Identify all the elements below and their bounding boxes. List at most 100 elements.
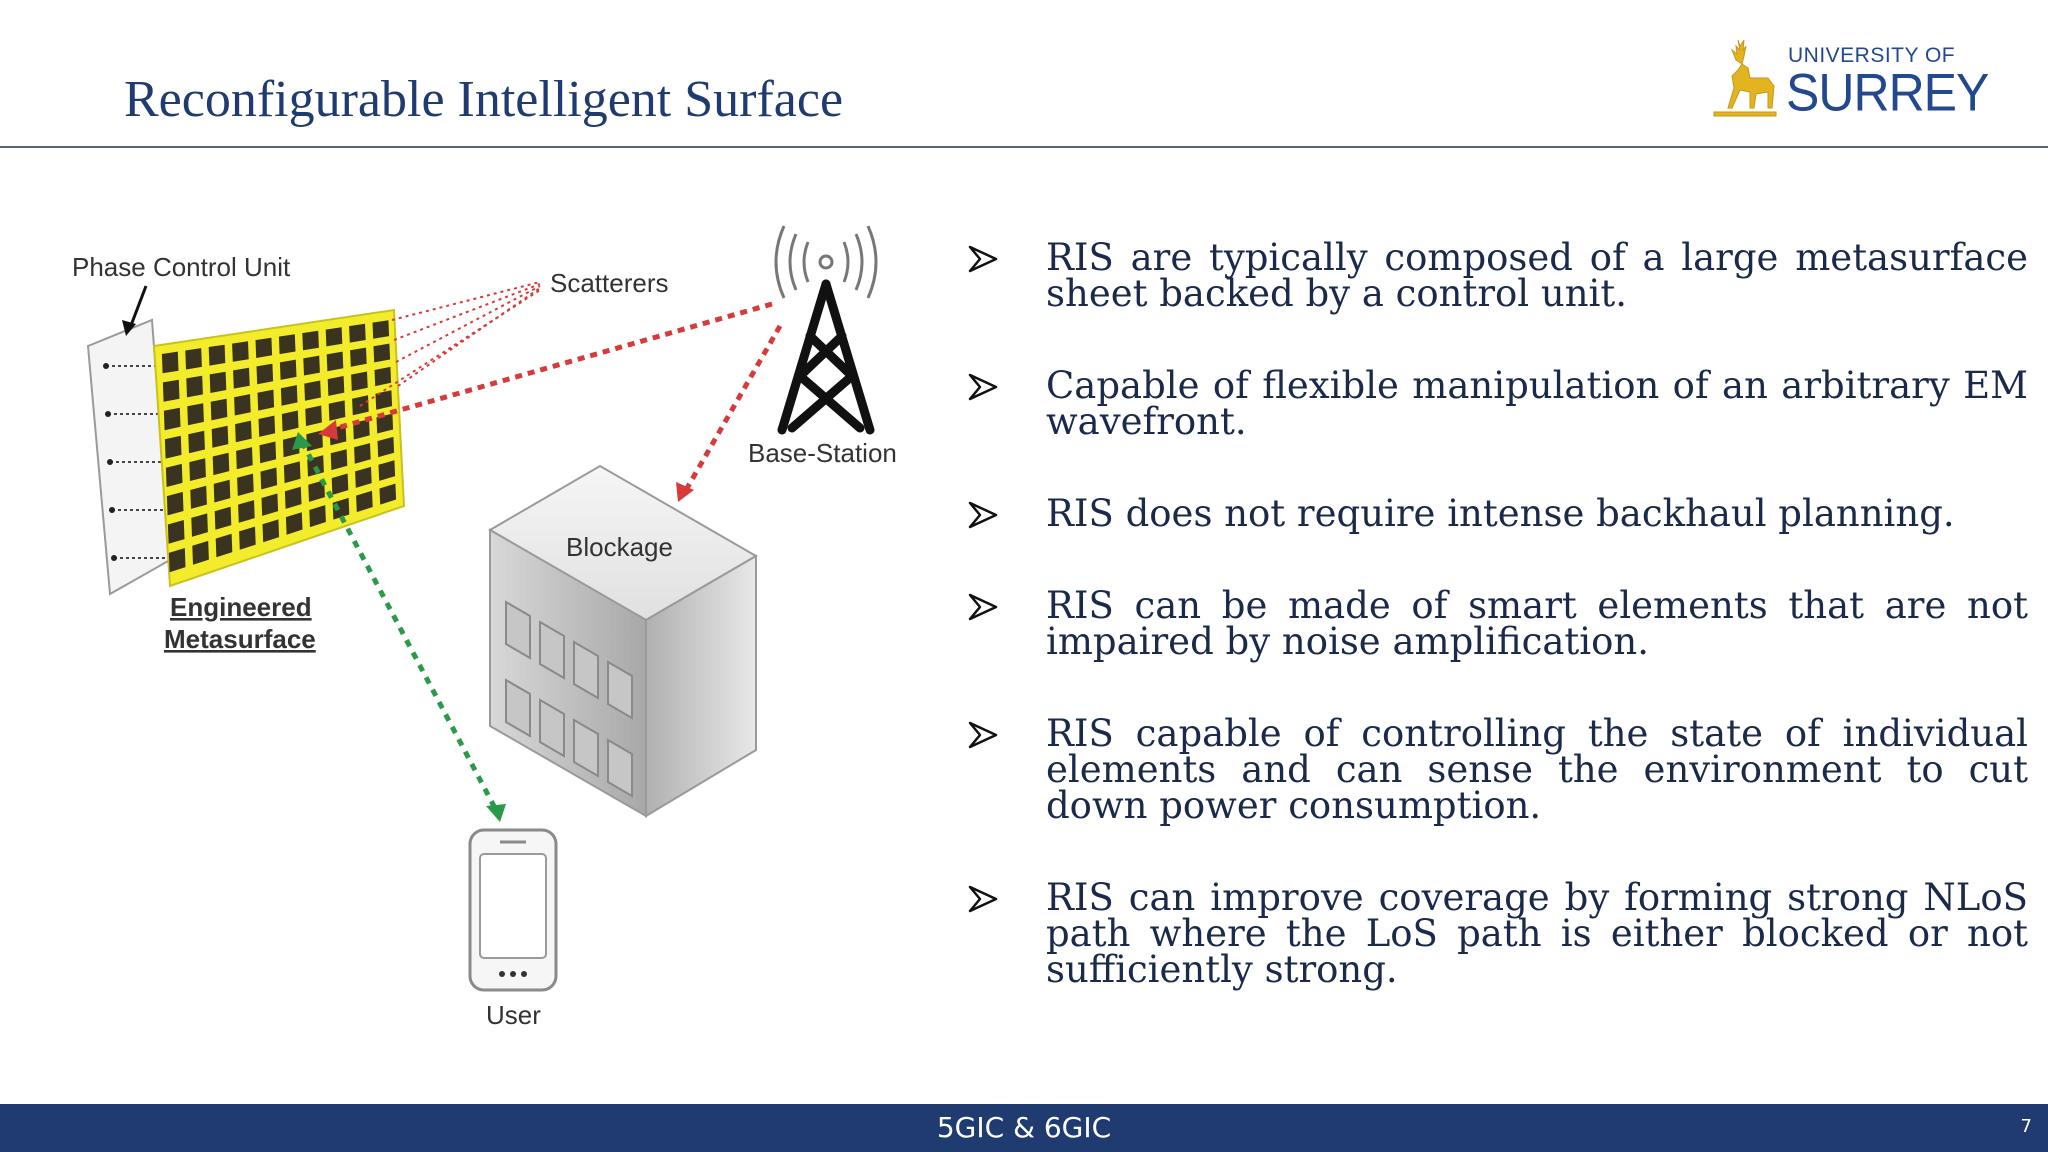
bullet-text: RIS can improve coverage by forming stro… bbox=[1046, 876, 2028, 991]
title-divider bbox=[0, 146, 2048, 148]
metasurface-element bbox=[211, 425, 229, 448]
metasurface-element bbox=[256, 363, 274, 385]
control-lines bbox=[106, 365, 168, 559]
label-blockage: Blockage bbox=[566, 532, 673, 562]
ris-diagram-svg: Phase Control Unit Scatterers Base-Stati… bbox=[72, 225, 897, 1030]
metasurface-element bbox=[163, 407, 181, 431]
incident-arrowhead bbox=[318, 420, 338, 440]
metasurface-element bbox=[327, 376, 345, 396]
ris-diagram: Phase Control Unit Scatterers Base-Stati… bbox=[0, 150, 940, 1050]
metasurface-element bbox=[350, 347, 367, 367]
metasurface-element bbox=[325, 327, 343, 347]
blocked-ray bbox=[683, 324, 783, 492]
metasurface-element bbox=[283, 461, 301, 484]
metasurface-element bbox=[309, 505, 326, 528]
metasurface-element bbox=[355, 466, 372, 488]
blockage-building bbox=[488, 464, 758, 818]
metasurface-element bbox=[351, 371, 368, 391]
arrowhead-bullet-icon bbox=[968, 373, 998, 401]
metasurface-element bbox=[213, 479, 231, 503]
metasurface-element bbox=[161, 351, 179, 374]
metasurface-element bbox=[259, 441, 277, 464]
metasurface-element bbox=[232, 341, 249, 362]
metasurface-element bbox=[303, 355, 320, 376]
label-phase-control-unit: Phase Control Unit bbox=[72, 252, 291, 282]
metasurface-element bbox=[374, 366, 392, 387]
metasurface-element bbox=[260, 467, 278, 490]
metasurface-element bbox=[284, 486, 302, 509]
metasurface-element bbox=[192, 540, 209, 565]
bullet-text: Capable of flexible manipulation of an a… bbox=[1046, 364, 2028, 443]
metasurface-element bbox=[308, 480, 325, 502]
page-number: 7 bbox=[2020, 1116, 2032, 1137]
metasurface-elements bbox=[161, 320, 397, 573]
metasurface-element bbox=[187, 403, 204, 426]
metasurface-element bbox=[166, 491, 184, 516]
metasurface-element bbox=[162, 379, 180, 402]
metasurface-element bbox=[262, 519, 280, 543]
logo-university-of: UNIVERSITY OF bbox=[1788, 44, 1956, 67]
metasurface-element bbox=[328, 400, 346, 421]
metasurface-element bbox=[258, 415, 276, 437]
metasurface-element bbox=[285, 512, 303, 535]
metasurface-element bbox=[188, 430, 205, 454]
metasurface-element bbox=[209, 371, 227, 393]
metasurface-element bbox=[304, 380, 321, 401]
metasurface-element bbox=[305, 405, 322, 427]
metasurface-element bbox=[302, 330, 319, 351]
metasurface-element bbox=[190, 485, 207, 509]
metasurface-element bbox=[331, 473, 349, 495]
slide-title: Reconfigurable Intelligent Surface bbox=[124, 71, 844, 128]
metasurface-element bbox=[354, 443, 371, 464]
metasurface-element bbox=[191, 513, 208, 537]
incident-ray bbox=[329, 301, 773, 433]
bullet-text: RIS does not require intense backhaul pl… bbox=[1046, 492, 1955, 535]
university-logo: UNIVERSITY OF SURREY bbox=[1710, 34, 1989, 122]
metasurface-element bbox=[235, 420, 252, 443]
metasurface-element bbox=[164, 435, 182, 459]
metasurface-arrowhead bbox=[292, 432, 312, 450]
metasurface-element bbox=[186, 375, 203, 398]
metasurface-element bbox=[208, 344, 226, 366]
footer-text: 5GIC & 6GIC bbox=[936, 1111, 1112, 1144]
stag-icon bbox=[1713, 39, 1777, 117]
metasurface-element bbox=[379, 483, 397, 505]
metasurface-element bbox=[168, 548, 186, 573]
arrowhead-bullet-icon bbox=[968, 245, 998, 273]
metasurface-element bbox=[279, 359, 297, 380]
metasurface-element bbox=[215, 533, 233, 558]
metasurface-element bbox=[257, 389, 275, 411]
metasurface-element bbox=[237, 473, 254, 496]
metasurface-element bbox=[280, 385, 298, 406]
metasurface-element bbox=[377, 436, 395, 458]
scatterer-rays bbox=[359, 281, 541, 407]
label-scatterers: Scatterers bbox=[550, 268, 669, 298]
metasurface-element bbox=[239, 526, 256, 550]
user-arrowhead bbox=[486, 804, 506, 822]
metasurface-element bbox=[255, 337, 273, 358]
metasurface-element bbox=[167, 520, 185, 544]
metasurface-element bbox=[214, 506, 232, 530]
blocked-arrowhead bbox=[676, 482, 694, 502]
arrowhead-bullet-icon bbox=[968, 885, 998, 913]
metasurface-element bbox=[356, 490, 373, 513]
logo-surrey: SURREY bbox=[1786, 63, 1989, 122]
metasurface-element bbox=[185, 348, 202, 370]
metasurface-element bbox=[375, 390, 393, 410]
metasurface-element bbox=[376, 413, 394, 434]
control-dots bbox=[103, 363, 117, 561]
label-metasurface: Metasurface bbox=[164, 624, 316, 654]
metasurface-element bbox=[278, 334, 296, 355]
metasurface-element bbox=[189, 458, 206, 481]
metasurface-element bbox=[212, 452, 230, 476]
metasurface-element bbox=[234, 394, 251, 416]
metasurface-element bbox=[210, 398, 228, 421]
metasurface-element bbox=[238, 500, 255, 523]
metasurface-element bbox=[372, 320, 390, 339]
metasurface-element bbox=[326, 351, 344, 372]
metasurface-element bbox=[281, 410, 299, 432]
arrowhead-bullet-icon bbox=[968, 501, 998, 529]
bullet-text: RIS are typically composed of a large me… bbox=[1046, 236, 2028, 315]
footer-bar: 5GIC & 6GIC 7 bbox=[0, 1104, 2048, 1152]
label-engineered: Engineered bbox=[170, 592, 312, 622]
